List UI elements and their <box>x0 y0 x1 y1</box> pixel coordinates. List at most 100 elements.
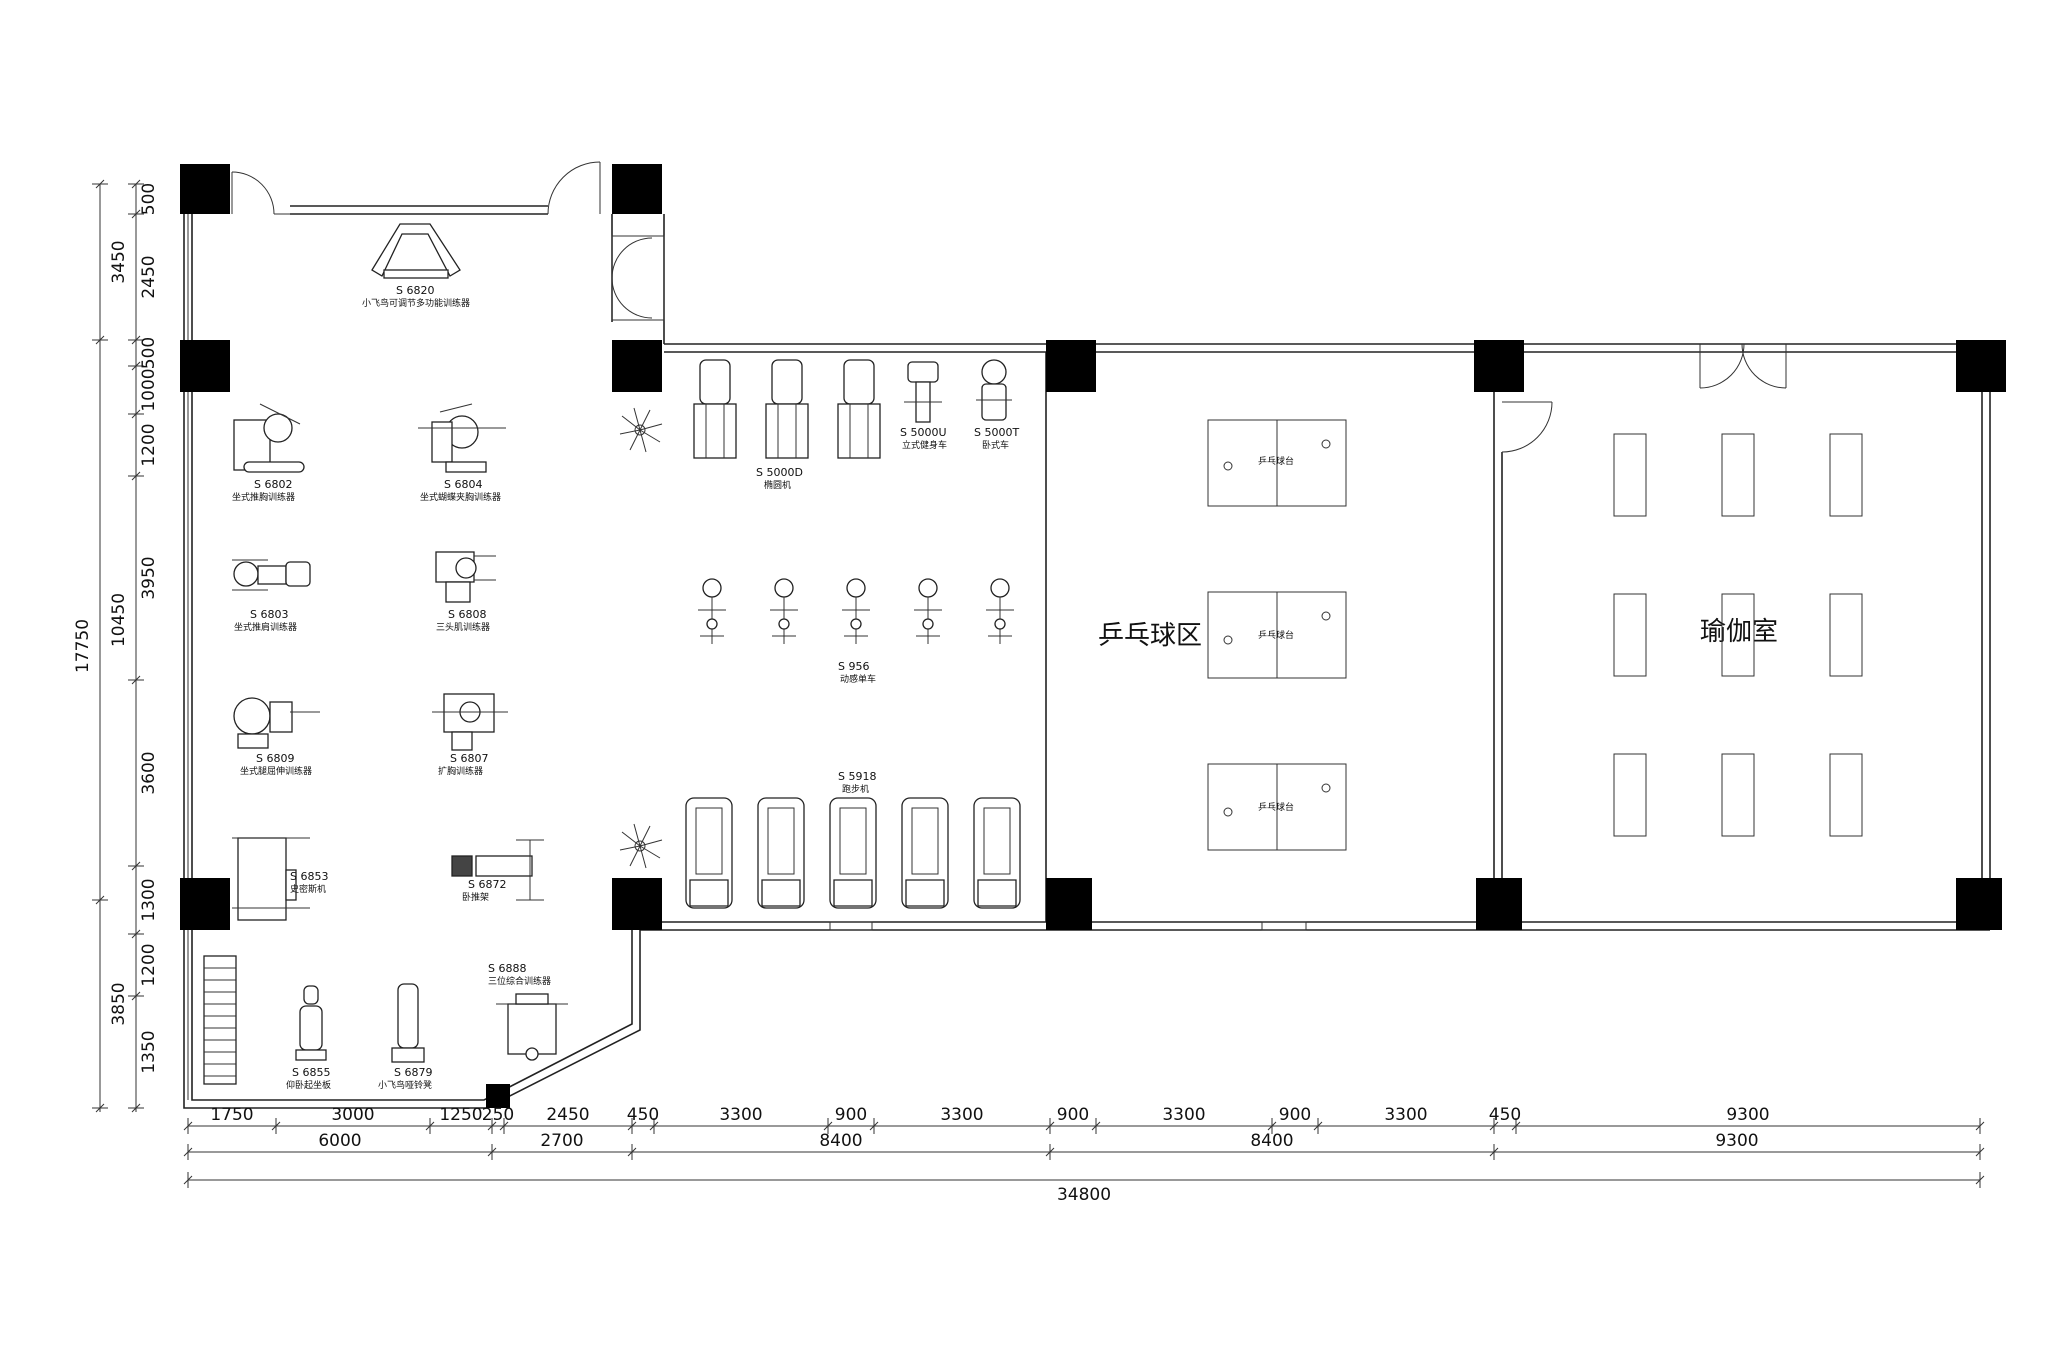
dimension-label: 500 <box>139 337 159 369</box>
doors <box>231 161 1787 453</box>
name-s6807: 扩胸训练器 <box>438 765 483 777</box>
dimension-label: 1200 <box>139 423 159 466</box>
room-label-yoga: 瑜伽室 <box>1700 617 1778 647</box>
dimension-label: 900 <box>835 1105 867 1125</box>
name-s6853: 史密斯机 <box>290 883 326 895</box>
dimension-label: 3300 <box>940 1105 983 1125</box>
equipment-s6809: S 6809 坐式腿屈伸训练器 <box>233 697 320 777</box>
equipment-s6888: S 6888 三位综合训练器 <box>488 962 568 1061</box>
dimension-label: 3450 <box>109 240 129 283</box>
equipment-s6804: S 6804 坐式蝴蝶夹胸训练器 <box>418 403 506 503</box>
table-label: 乒乓球台 <box>1258 455 1294 467</box>
code-s6804: S 6804 <box>444 478 482 491</box>
dimension-label: 1750 <box>210 1105 253 1125</box>
yoga-room: 瑜伽室 <box>1613 433 1863 837</box>
spin-bike-icon <box>698 578 726 644</box>
elliptical-row: S 5000D 椭圆机 <box>693 359 881 491</box>
name-s5000t: 卧式车 <box>982 439 1009 451</box>
elliptical-icon <box>693 359 737 459</box>
equipment-s6855: S 6855 仰卧起坐板 <box>286 985 331 1091</box>
elliptical-icon <box>765 359 809 459</box>
code-s5000t: S 5000T <box>974 426 1019 439</box>
dimension-label: 9300 <box>1726 1105 1769 1125</box>
dimension-label: 9300 <box>1715 1131 1758 1151</box>
dimension-label: 3300 <box>719 1105 762 1125</box>
dimension-label: 1200 <box>139 943 159 986</box>
dimension-label: 3300 <box>1162 1105 1205 1125</box>
dimension-label: 900 <box>1279 1105 1311 1125</box>
code-s6820: S 6820 <box>396 284 434 297</box>
dumbbell-rack-icon <box>203 955 237 1085</box>
treadmill-icon <box>829 797 877 909</box>
table-label: 乒乓球台 <box>1258 801 1294 813</box>
name-s5000u: 立式健身车 <box>902 439 947 451</box>
spin-bike-icon <box>986 578 1014 644</box>
equipment-s5000t: S 5000T 卧式车 <box>974 359 1019 451</box>
dimension-label: 1300 <box>139 878 159 921</box>
spin-bike-row: S 956 动感单车 <box>698 578 1014 685</box>
equipment-s6879: S 6879 小飞鸟哑铃凳 <box>378 983 432 1091</box>
dimension-label: 900 <box>1057 1105 1089 1125</box>
spin-bike-icon <box>770 578 798 644</box>
dimension-label: 3000 <box>331 1105 374 1125</box>
plant-icon <box>619 823 663 869</box>
dimension-label: 1250 <box>439 1105 482 1125</box>
dimension-label: 10450 <box>109 593 129 647</box>
elliptical-icon <box>837 359 881 459</box>
name-s6888: 三位综合训练器 <box>488 975 551 987</box>
code-s6888: S 6888 <box>488 962 526 975</box>
dimension-label: 3950 <box>139 556 159 599</box>
name-s5000d: 椭圆机 <box>764 479 791 491</box>
name-s6802: 坐式推胸训练器 <box>232 491 295 503</box>
equipment-s6872: S 6872 卧推架 <box>451 839 544 903</box>
dimension-label: 8400 <box>1250 1131 1293 1151</box>
code-s6809: S 6809 <box>256 752 294 765</box>
treadmill-icon <box>685 797 733 909</box>
equipment-s6802: S 6802 坐式推胸训练器 <box>232 403 305 503</box>
dimension-total: 17750 <box>73 619 93 673</box>
dimension-label: 3850 <box>109 982 129 1025</box>
code-s6872: S 6872 <box>468 878 506 891</box>
code-s5000d: S 5000D <box>756 466 803 479</box>
table-label: 乒乓球台 <box>1258 629 1294 641</box>
name-s5918: 跑步机 <box>842 783 869 795</box>
pingpong-table: 乒乓球台 <box>1207 419 1347 507</box>
code-s6808: S 6808 <box>448 608 486 621</box>
code-s6853: S 6853 <box>290 870 328 883</box>
yoga-mats <box>1613 433 1863 837</box>
dimension-label: 1000 <box>139 368 159 411</box>
name-s6855: 仰卧起坐板 <box>286 1079 331 1091</box>
dimension-label: 450 <box>1489 1105 1521 1125</box>
name-s6872: 卧推架 <box>462 891 489 903</box>
dimension-total: 34800 <box>1057 1185 1111 1205</box>
name-s956: 动感单车 <box>840 673 876 685</box>
pingpong-area: 乒乓球区 乒乓球台 乒乓球台 乒乓球台 <box>1098 419 1347 851</box>
equipment-s6820: S 6820 小飞鸟可调节多功能训练器 <box>362 223 470 309</box>
name-s6820: 小飞鸟可调节多功能训练器 <box>362 297 470 309</box>
columns <box>180 164 2006 1108</box>
code-s5000u: S 5000U <box>900 426 947 439</box>
dimension-label: 1350 <box>139 1030 159 1073</box>
code-s6802: S 6802 <box>254 478 292 491</box>
code-s956: S 956 <box>838 660 869 673</box>
name-s6803: 坐式推肩训练器 <box>234 621 297 633</box>
dimension-label: 8400 <box>819 1131 862 1151</box>
dimension-label: 6000 <box>318 1131 361 1151</box>
dimension-label: 3600 <box>139 751 159 794</box>
plant-icon <box>619 407 663 453</box>
name-s6809: 坐式腿屈伸训练器 <box>240 765 312 777</box>
code-s6807: S 6807 <box>450 752 488 765</box>
code-s6803: S 6803 <box>250 608 288 621</box>
dimension-label: 500 <box>139 183 159 215</box>
spin-bike-icon <box>914 578 942 644</box>
dimension-ticks <box>92 179 1985 1188</box>
equipment-s6803: S 6803 坐式推肩训练器 <box>232 559 311 633</box>
equipment-s6808: S 6808 三头肌训练器 <box>435 551 496 633</box>
dimension-lines <box>99 184 1980 1181</box>
dimension-label: 3300 <box>1384 1105 1427 1125</box>
code-s6855: S 6855 <box>292 1066 330 1079</box>
equipment-s6807: S 6807 扩胸训练器 <box>432 693 508 777</box>
pingpong-table: 乒乓球台 <box>1207 591 1347 679</box>
